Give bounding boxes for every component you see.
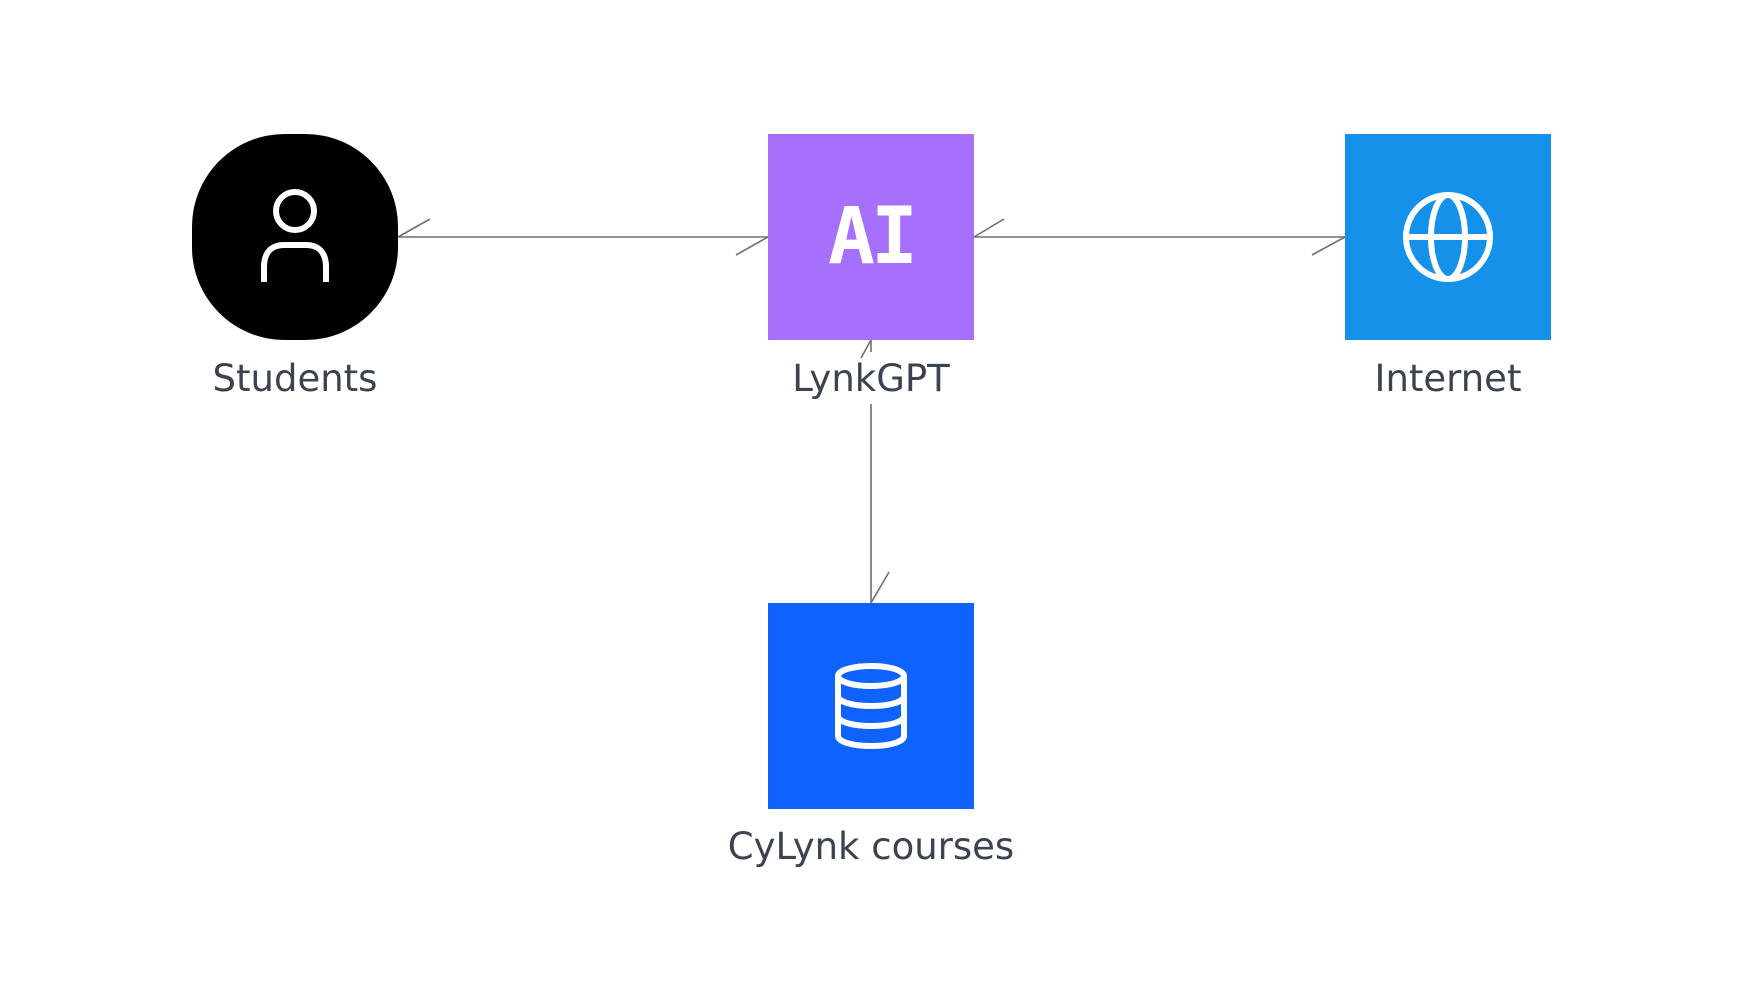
edge-lynkgpt-internet [973,218,1346,256]
edge-students-lynkgpt [397,218,769,256]
ai-icon: AI [828,192,918,282]
students-label: Students [212,357,378,400]
globe-icon [1400,189,1496,285]
students-node[interactable] [192,134,398,340]
internet-node[interactable] [1345,134,1551,340]
lynkgpt-node[interactable]: AI [768,134,974,340]
lynkgpt-label: LynkGPT [792,357,950,400]
user-icon [259,189,331,285]
internet-label: Internet [1374,357,1522,400]
database-icon [833,663,909,749]
courses-label: CyLynk courses [727,825,1015,868]
courses-node[interactable] [768,603,974,809]
edge-lynkgpt-courses [860,339,890,604]
